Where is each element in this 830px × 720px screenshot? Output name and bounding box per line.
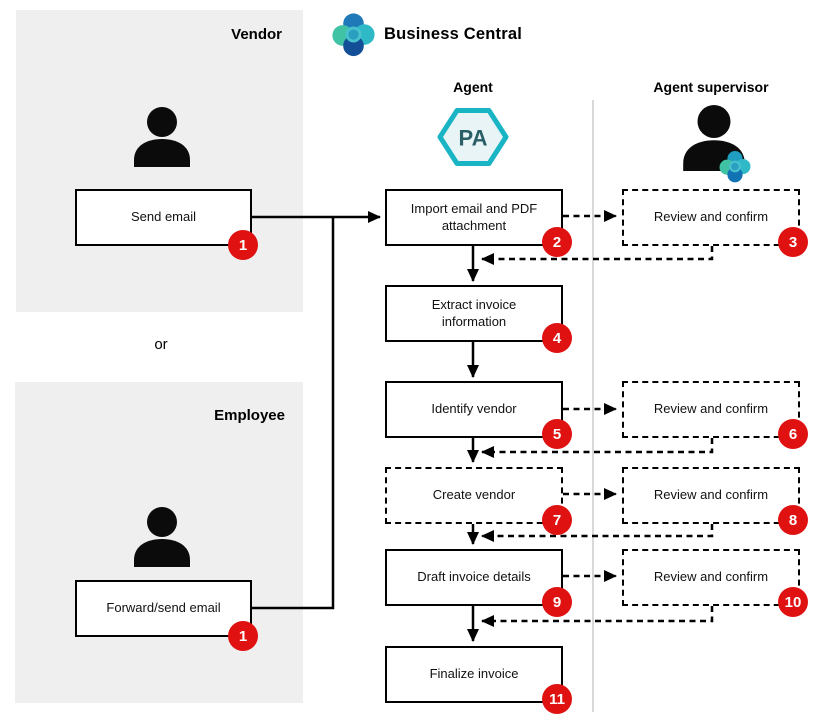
step-badge-1-vendor: 1 (228, 230, 258, 260)
supervisor-person-icon (683, 105, 745, 171)
step-review-draft: Review and confirm (622, 549, 800, 606)
agent-column-header: Agent (453, 79, 493, 95)
step-badge-2: 2 (542, 227, 572, 257)
arrow-review6-return (481, 438, 714, 458)
step-review-identify-label: Review and confirm (653, 401, 769, 417)
step-badge-8: 8 (778, 505, 808, 535)
step-badge-3: 3 (778, 227, 808, 257)
step-send-email: Send email (75, 189, 252, 246)
step-badge-7: 7 (542, 505, 572, 535)
step-review-create-label: Review and confirm (653, 487, 769, 503)
step-badge-5: 5 (542, 419, 572, 449)
step-badge-11: 11 (542, 684, 572, 714)
or-label: or (154, 336, 168, 353)
vendor-lane: Vendor (16, 10, 303, 312)
step-review-import: Review and confirm (622, 189, 800, 246)
employee-lane-label: Employee (214, 407, 285, 424)
step-review-create: Review and confirm (622, 467, 800, 524)
column-divider (592, 100, 594, 712)
step-review-draft-label: Review and confirm (653, 569, 769, 585)
arrow-review10-return (481, 606, 714, 627)
step-badge-1-employee: 1 (228, 621, 258, 651)
step-badge-10: 10 (778, 587, 808, 617)
vendor-lane-label: Vendor (231, 26, 282, 43)
step-import-email: Import email and PDF attachment (385, 189, 563, 246)
step-create-vendor-label: Create vendor (432, 487, 516, 503)
business-central-logo-icon (332, 13, 375, 57)
agent-hexagon-label: PA (459, 126, 488, 151)
step-identify-vendor: Identify vendor (385, 381, 563, 438)
supervisor-column-header: Agent supervisor (653, 79, 769, 95)
step-import-email-label: Import email and PDF attachment (410, 200, 538, 233)
step-forward-email-label: Forward/send email (106, 600, 221, 616)
employee-person-icon (134, 507, 190, 567)
step-review-import-label: Review and confirm (653, 209, 769, 225)
vendor-person-icon (134, 107, 190, 167)
step-draft-invoice-label: Draft invoice details (417, 569, 531, 585)
step-send-email-label: Send email (130, 209, 197, 225)
step-extract-info: Extract invoice information (385, 285, 563, 342)
step-identify-vendor-label: Identify vendor (431, 401, 517, 417)
step-draft-invoice: Draft invoice details (385, 549, 563, 606)
payables-agent-icon: PA (437, 108, 509, 166)
business-central-title: Business Central (384, 25, 522, 43)
arrow-review3-return (481, 246, 714, 265)
employee-lane: Employee (15, 382, 303, 703)
step-extract-info-label: Extract invoice information (431, 296, 517, 329)
step-forward-email: Forward/send email (75, 580, 252, 637)
step-finalize-invoice: Finalize invoice (385, 646, 563, 703)
step-badge-4: 4 (542, 323, 572, 353)
arrow-review8-return (481, 524, 714, 542)
step-finalize-invoice-label: Finalize invoice (429, 666, 519, 682)
step-badge-9: 9 (542, 587, 572, 617)
step-create-vendor: Create vendor (385, 467, 563, 524)
supervisor-mini-logo-icon (719, 151, 751, 183)
step-badge-6: 6 (778, 419, 808, 449)
step-review-identify: Review and confirm (622, 381, 800, 438)
